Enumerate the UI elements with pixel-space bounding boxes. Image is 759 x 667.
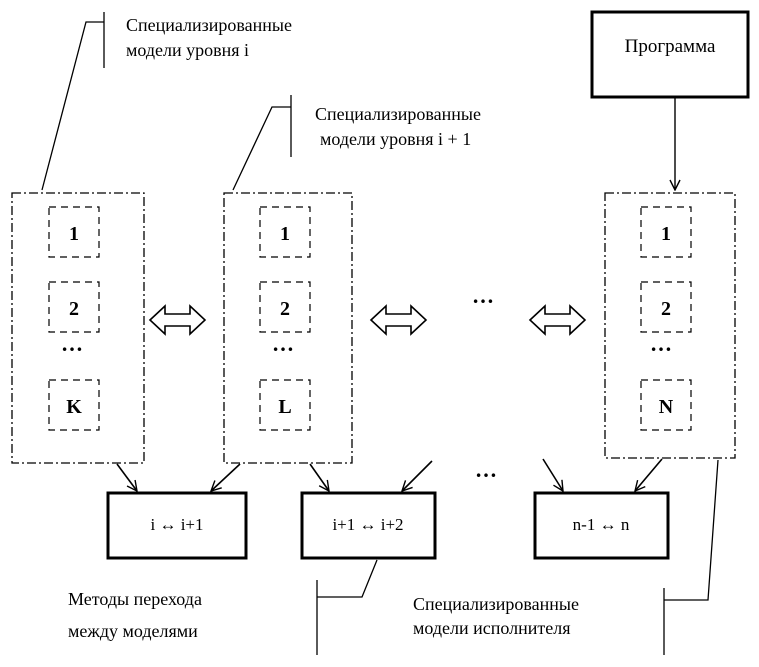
model-box	[48, 281, 100, 333]
double-arrow-icon	[148, 304, 207, 336]
model-box	[640, 281, 692, 333]
model-label: 2	[69, 298, 79, 320]
group-to-transition-arrow	[635, 458, 663, 491]
annotation-text-line2: между моделями	[68, 621, 198, 641]
annotation-text-line1: Специализированные	[413, 594, 579, 614]
model-label: 1	[661, 223, 671, 245]
model-box	[640, 206, 692, 258]
transition-label: i+1 ↔ i+2	[332, 515, 403, 534]
annotation-methods: Методы перехода между моделями	[68, 559, 378, 655]
annotation-leader	[41, 21, 104, 191]
model-label: K	[66, 396, 82, 418]
model-box	[48, 206, 100, 258]
annotation-leader	[664, 459, 719, 601]
annotation-text-line1: Специализированные	[126, 15, 292, 35]
model-box	[259, 379, 311, 431]
model-box	[48, 379, 100, 431]
model-box	[259, 281, 311, 333]
model-label: 2	[280, 298, 290, 320]
model-label: 1	[280, 223, 290, 245]
model-group-level-i1: 1 2 … L	[223, 192, 353, 464]
group-to-transition-arrow	[116, 463, 137, 491]
annotation-executor: Специализированные модели исполнителя	[413, 459, 719, 655]
annotation-leader	[232, 106, 291, 191]
model-group-executor: 1 2 … N	[604, 192, 736, 459]
group-to-transition-arrow	[211, 463, 241, 491]
double-arrow-icon	[369, 304, 428, 336]
double-arrow-icon	[528, 304, 587, 336]
program-label: Программа	[625, 36, 716, 57]
model-label: 1	[69, 223, 79, 245]
program-block: Программа	[590, 10, 750, 190]
program-box	[590, 10, 750, 99]
transition-label: i ↔ i+1	[150, 515, 203, 534]
transition-box	[533, 491, 670, 560]
annotation-level-i: Специализированные модели уровня i	[41, 12, 292, 191]
group-frame	[223, 192, 353, 464]
model-ellipsis: …	[61, 331, 83, 356]
transition-block-1: i ↔ i+1	[106, 491, 248, 560]
annotation-leader	[317, 559, 378, 598]
groups-ellipsis: …	[472, 283, 494, 308]
model-ellipsis: …	[650, 331, 672, 356]
transition-label: n-1 ↔ n	[573, 515, 630, 534]
transition-box	[300, 491, 437, 560]
model-label: N	[659, 396, 674, 418]
group-frame	[604, 192, 736, 459]
transition-box	[106, 491, 248, 560]
group-to-transition-arrow	[542, 458, 563, 491]
model-box	[640, 379, 692, 431]
transition-block-2: i+1 ↔ i+2	[300, 491, 437, 560]
model-label: 2	[661, 298, 671, 320]
group-frame	[11, 192, 145, 464]
model-label: L	[278, 396, 291, 418]
annotation-text-line2: модели уровня i + 1	[320, 129, 471, 149]
annotation-text-line2: модели уровня i	[126, 40, 249, 60]
annotation-level-i1: Специализированные модели уровня i + 1	[232, 95, 481, 191]
model-ellipsis: …	[272, 331, 294, 356]
annotation-text-line2: модели исполнителя	[413, 618, 571, 638]
group-to-transition-arrow	[309, 463, 329, 491]
group-to-transition-arrow	[402, 460, 433, 491]
annotation-text-line1: Специализированные	[315, 104, 481, 124]
model-box	[259, 206, 311, 258]
transitions-ellipsis: …	[475, 457, 497, 482]
annotation-text-line1: Методы перехода	[68, 589, 202, 609]
model-group-level-i: 1 2 … K	[11, 192, 145, 464]
transition-block-3: n-1 ↔ n	[533, 491, 670, 560]
